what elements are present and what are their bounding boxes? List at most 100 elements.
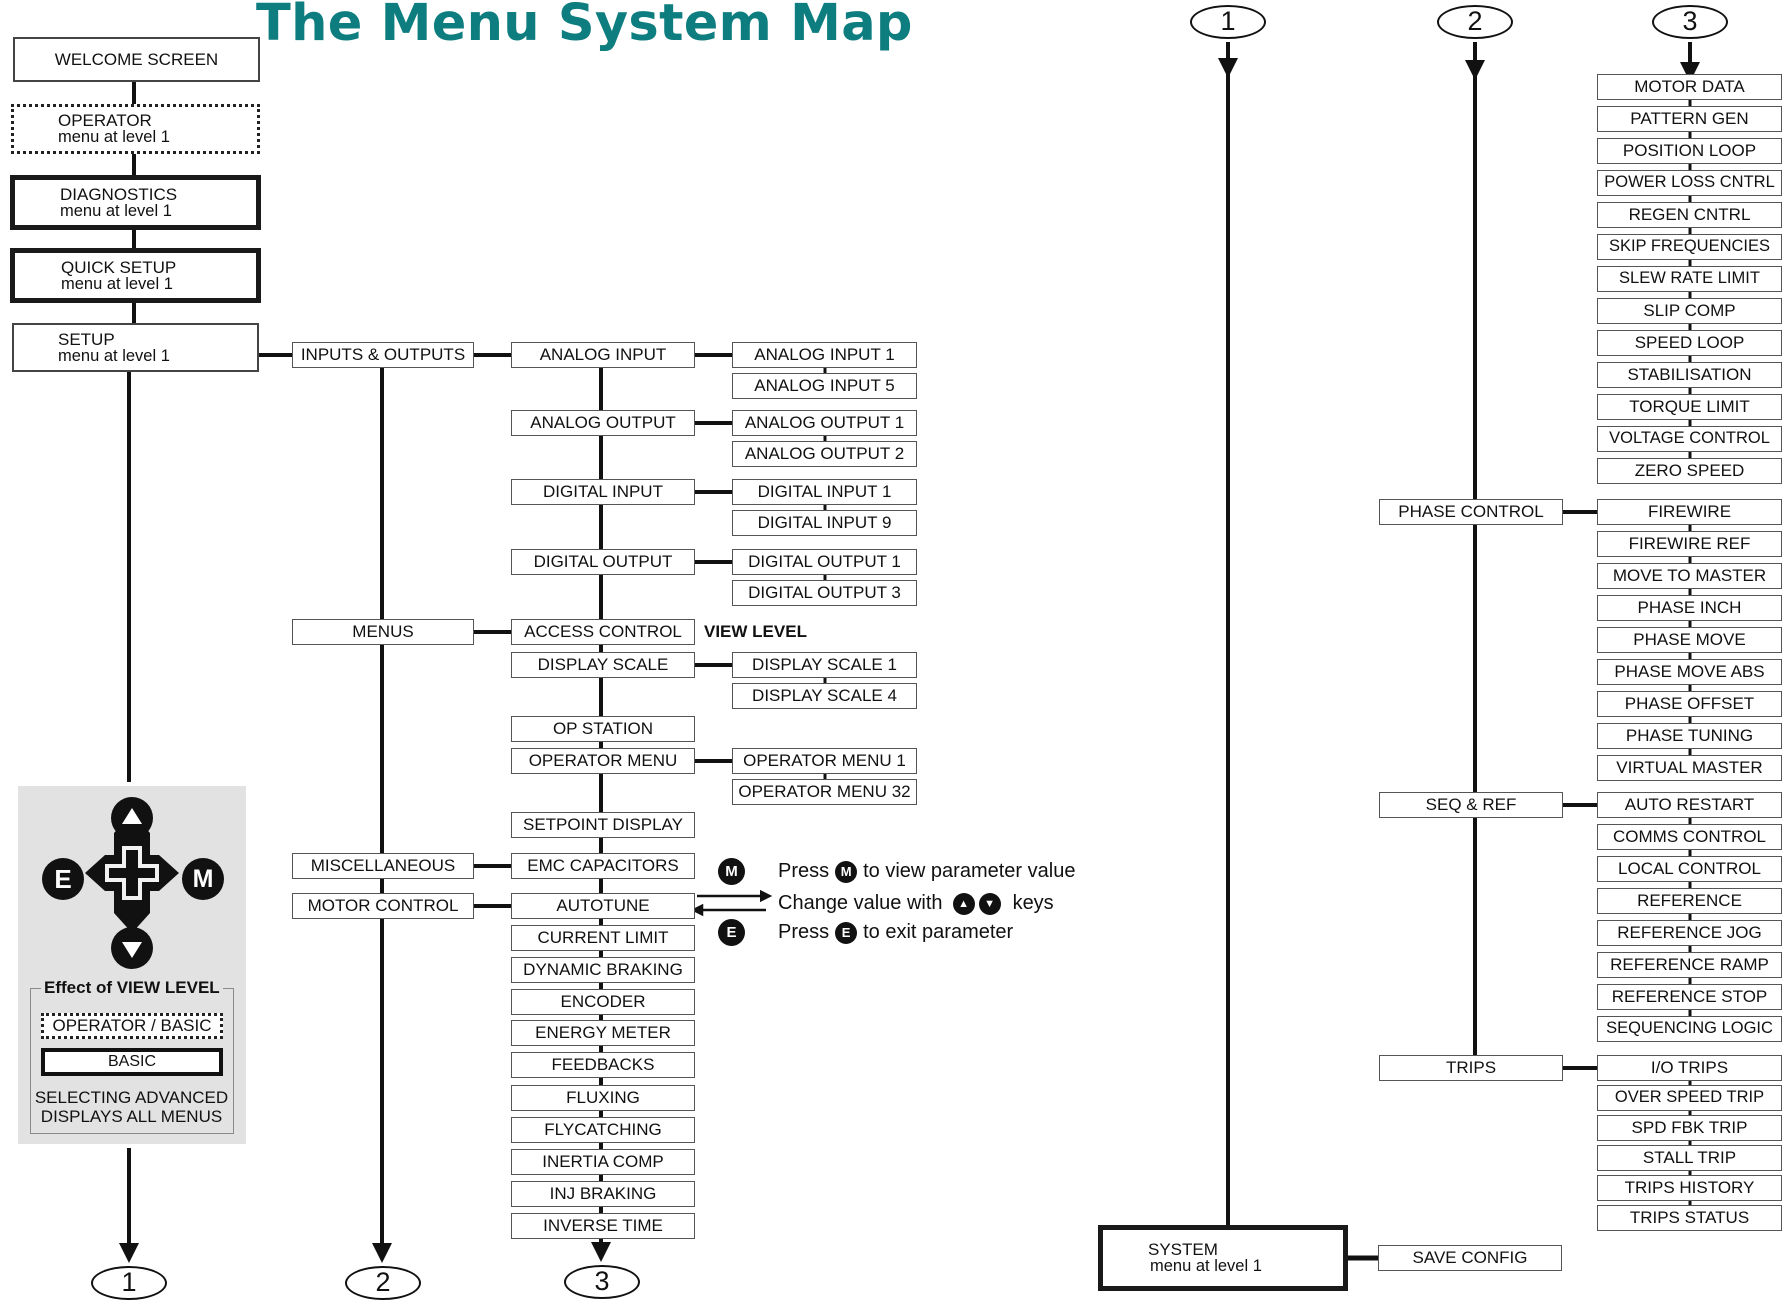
keypad-down-icon[interactable] — [111, 927, 153, 969]
digital-input-box[interactable]: DIGITAL INPUT — [511, 479, 695, 505]
menu-item-current-limit[interactable]: CURRENT LIMIT — [511, 925, 695, 951]
menu-item-skip-frequencies[interactable]: SKIP FREQUENCIES — [1597, 234, 1782, 260]
display-scale-4-box[interactable]: DISPLAY SCALE 4 — [732, 683, 917, 709]
menu-item-dynamic-braking[interactable]: DYNAMIC BRAKING — [511, 957, 695, 983]
menu-item-phase-offset[interactable]: PHASE OFFSET — [1597, 691, 1782, 717]
menu-item-motor-data[interactable]: MOTOR DATA — [1597, 74, 1782, 100]
menu-item-trips-status[interactable]: TRIPS STATUS — [1597, 1205, 1782, 1231]
access-control-box[interactable]: ACCESS CONTROL — [511, 619, 695, 645]
keypad-up-icon[interactable] — [111, 797, 153, 839]
operator-menu-32-box[interactable]: OPERATOR MENU 32 — [732, 779, 917, 805]
menu-item-virtual-master[interactable]: VIRTUAL MASTER — [1597, 755, 1782, 781]
miscellaneous-box[interactable]: MISCELLANEOUS — [292, 853, 474, 879]
menu-item-reference-ramp[interactable]: REFERENCE RAMP — [1597, 952, 1782, 978]
operator-menu-1-box[interactable]: OPERATOR MENU 1 — [732, 748, 917, 774]
menu-item-reference-stop[interactable]: REFERENCE STOP — [1597, 984, 1782, 1010]
e-key-icon: E — [718, 919, 745, 946]
menu-item-regen-cntrl[interactable]: REGEN CNTRL — [1597, 202, 1782, 228]
menu-item-sequencing-logic[interactable]: SEQUENCING LOGIC — [1597, 1016, 1782, 1042]
keys-label: keys — [1012, 892, 1054, 914]
analog-output-1-box[interactable]: ANALOG OUTPUT 1 — [732, 410, 917, 436]
effect-title: Effect of VIEW LEVEL — [41, 978, 223, 998]
digital-input-1-box[interactable]: DIGITAL INPUT 1 — [732, 479, 917, 505]
menu-item-voltage-control[interactable]: VOLTAGE CONTROL — [1597, 426, 1782, 452]
system-menu-box[interactable]: SYSTEM menu at level 1 — [1098, 1225, 1348, 1291]
page-title: The Menu System Map — [256, 0, 913, 53]
analog-input-1-box[interactable]: ANALOG INPUT 1 — [732, 342, 917, 368]
keypad-e-button[interactable]: E — [42, 858, 84, 900]
phase-control-box[interactable]: PHASE CONTROL — [1379, 499, 1563, 525]
setup-menu-box[interactable]: SETUP menu at level 1 — [12, 323, 259, 372]
welcome-screen-box[interactable]: WELCOME SCREEN — [13, 37, 260, 82]
display-scale-box[interactable]: DISPLAY SCALE — [511, 652, 695, 678]
menu-item-firewire-ref[interactable]: FIREWIRE REF — [1597, 531, 1782, 557]
menu-item-auto-restart[interactable]: AUTO RESTART — [1597, 792, 1782, 818]
keypad-m-label: M — [192, 865, 214, 893]
menu-item-inverse-time[interactable]: INVERSE TIME — [511, 1213, 695, 1239]
menu-item-power-loss-cntrl[interactable]: POWER LOSS CNTRL — [1597, 170, 1782, 196]
analog-input-box[interactable]: ANALOG INPUT — [511, 342, 695, 368]
menu-item-over-speed-trip[interactable]: OVER SPEED TRIP — [1597, 1085, 1782, 1111]
menu-item-fluxing[interactable]: FLUXING — [511, 1085, 695, 1111]
op-station-box[interactable]: OP STATION — [511, 716, 695, 742]
menu-item-inertia-comp[interactable]: INERTIA COMP — [511, 1149, 695, 1175]
menu-item-spd-fbk-trip[interactable]: SPD FBK TRIP — [1597, 1115, 1782, 1141]
quick-setup-menu-box[interactable]: QUICK SETUP menu at level 1 — [10, 248, 261, 303]
menu-item-phase-inch[interactable]: PHASE INCH — [1597, 595, 1782, 621]
menu-item-slew-rate-limit[interactable]: SLEW RATE LIMIT — [1597, 266, 1782, 292]
save-config-box[interactable]: SAVE CONFIG — [1378, 1245, 1562, 1271]
digital-output-box[interactable]: DIGITAL OUTPUT — [511, 549, 695, 575]
keypad-m-button[interactable]: M — [182, 858, 224, 900]
menu-item-slip-comp[interactable]: SLIP COMP — [1597, 298, 1782, 324]
menu-item-speed-loop[interactable]: SPEED LOOP — [1597, 330, 1782, 356]
menu-item-zero-speed[interactable]: ZERO SPEED — [1597, 458, 1782, 484]
menu-item-move-to-master[interactable]: MOVE TO MASTER — [1597, 563, 1782, 589]
menu-item-pattern-gen[interactable]: PATTERN GEN — [1597, 106, 1782, 132]
menu-item-phase-move[interactable]: PHASE MOVE — [1597, 627, 1782, 653]
diagnostics-menu-box[interactable]: DIAGNOSTICS menu at level 1 — [10, 175, 261, 230]
operator-menu-sub: menu at level 1 — [58, 128, 170, 146]
menu-item-i-o-trips[interactable]: I/O TRIPS — [1597, 1055, 1782, 1081]
menus-box[interactable]: MENUS — [292, 619, 474, 645]
menu-item-reference[interactable]: REFERENCE — [1597, 888, 1782, 914]
menu-item-position-loop[interactable]: POSITION LOOP — [1597, 138, 1782, 164]
operator-menu-sub-box[interactable]: OPERATOR MENU — [511, 748, 695, 774]
menu-item-feedbacks[interactable]: FEEDBACKS — [511, 1052, 695, 1078]
view-level-label: VIEW LEVEL — [704, 622, 807, 641]
diagnostics-menu-sub: menu at level 1 — [60, 201, 172, 220]
trips-box[interactable]: TRIPS — [1379, 1055, 1563, 1081]
seq-ref-box[interactable]: SEQ & REF — [1379, 792, 1563, 818]
digital-output-3-box[interactable]: DIGITAL OUTPUT 3 — [732, 580, 917, 606]
inputs-outputs-box[interactable]: INPUTS & OUTPUTS — [292, 342, 474, 368]
digital-output-1-box[interactable]: DIGITAL OUTPUT 1 — [732, 549, 917, 575]
menu-item-reference-jog[interactable]: REFERENCE JOG — [1597, 920, 1782, 946]
menu-item-phase-move-abs[interactable]: PHASE MOVE ABS — [1597, 659, 1782, 685]
operator-menu-box[interactable]: OPERATOR menu at level 1 — [11, 104, 260, 154]
menu-item-autotune[interactable]: AUTOTUNE — [511, 893, 695, 919]
menu-item-local-control[interactable]: LOCAL CONTROL — [1597, 856, 1782, 882]
emc-capacitors-box[interactable]: EMC CAPACITORS — [511, 853, 695, 879]
display-scale-1-box[interactable]: DISPLAY SCALE 1 — [732, 652, 917, 678]
advanced-note-line-2: DISPLAYS ALL MENUS — [40, 1107, 223, 1126]
setup-menu-sub: menu at level 1 — [58, 346, 170, 365]
motor-control-box[interactable]: MOTOR CONTROL — [292, 893, 474, 919]
menu-item-energy-meter[interactable]: ENERGY METER — [511, 1020, 695, 1046]
menu-item-trips-history[interactable]: TRIPS HISTORY — [1597, 1175, 1782, 1201]
menu-item-phase-tuning[interactable]: PHASE TUNING — [1597, 723, 1782, 749]
menu-item-encoder[interactable]: ENCODER — [511, 989, 695, 1015]
analog-input-5-box[interactable]: ANALOG INPUT 5 — [732, 373, 917, 399]
menu-item-inj-braking[interactable]: INJ BRAKING — [511, 1181, 695, 1207]
analog-output-2-box[interactable]: ANALOG OUTPUT 2 — [732, 441, 917, 467]
diagnostics-menu-name: DIAGNOSTICS — [60, 184, 178, 204]
analog-output-box[interactable]: ANALOG OUTPUT — [511, 410, 695, 436]
menu-item-torque-limit[interactable]: TORQUE LIMIT — [1597, 394, 1782, 420]
digital-input-9-box[interactable]: DIGITAL INPUT 9 — [732, 510, 917, 536]
operator-menu-name: OPERATOR — [58, 111, 152, 130]
menu-item-firewire[interactable]: FIREWIRE — [1597, 499, 1782, 525]
keypad-panel: E M Effect of VIEW LEVEL OPERATOR / BASI… — [18, 786, 246, 1144]
setpoint-display-box[interactable]: SETPOINT DISPLAY — [511, 812, 695, 838]
menu-item-stall-trip[interactable]: STALL TRIP — [1597, 1145, 1782, 1171]
menu-item-stabilisation[interactable]: STABILISATION — [1597, 362, 1782, 388]
menu-item-flycatching[interactable]: FLYCATCHING — [511, 1117, 695, 1143]
menu-item-comms-control[interactable]: COMMS CONTROL — [1597, 824, 1782, 850]
